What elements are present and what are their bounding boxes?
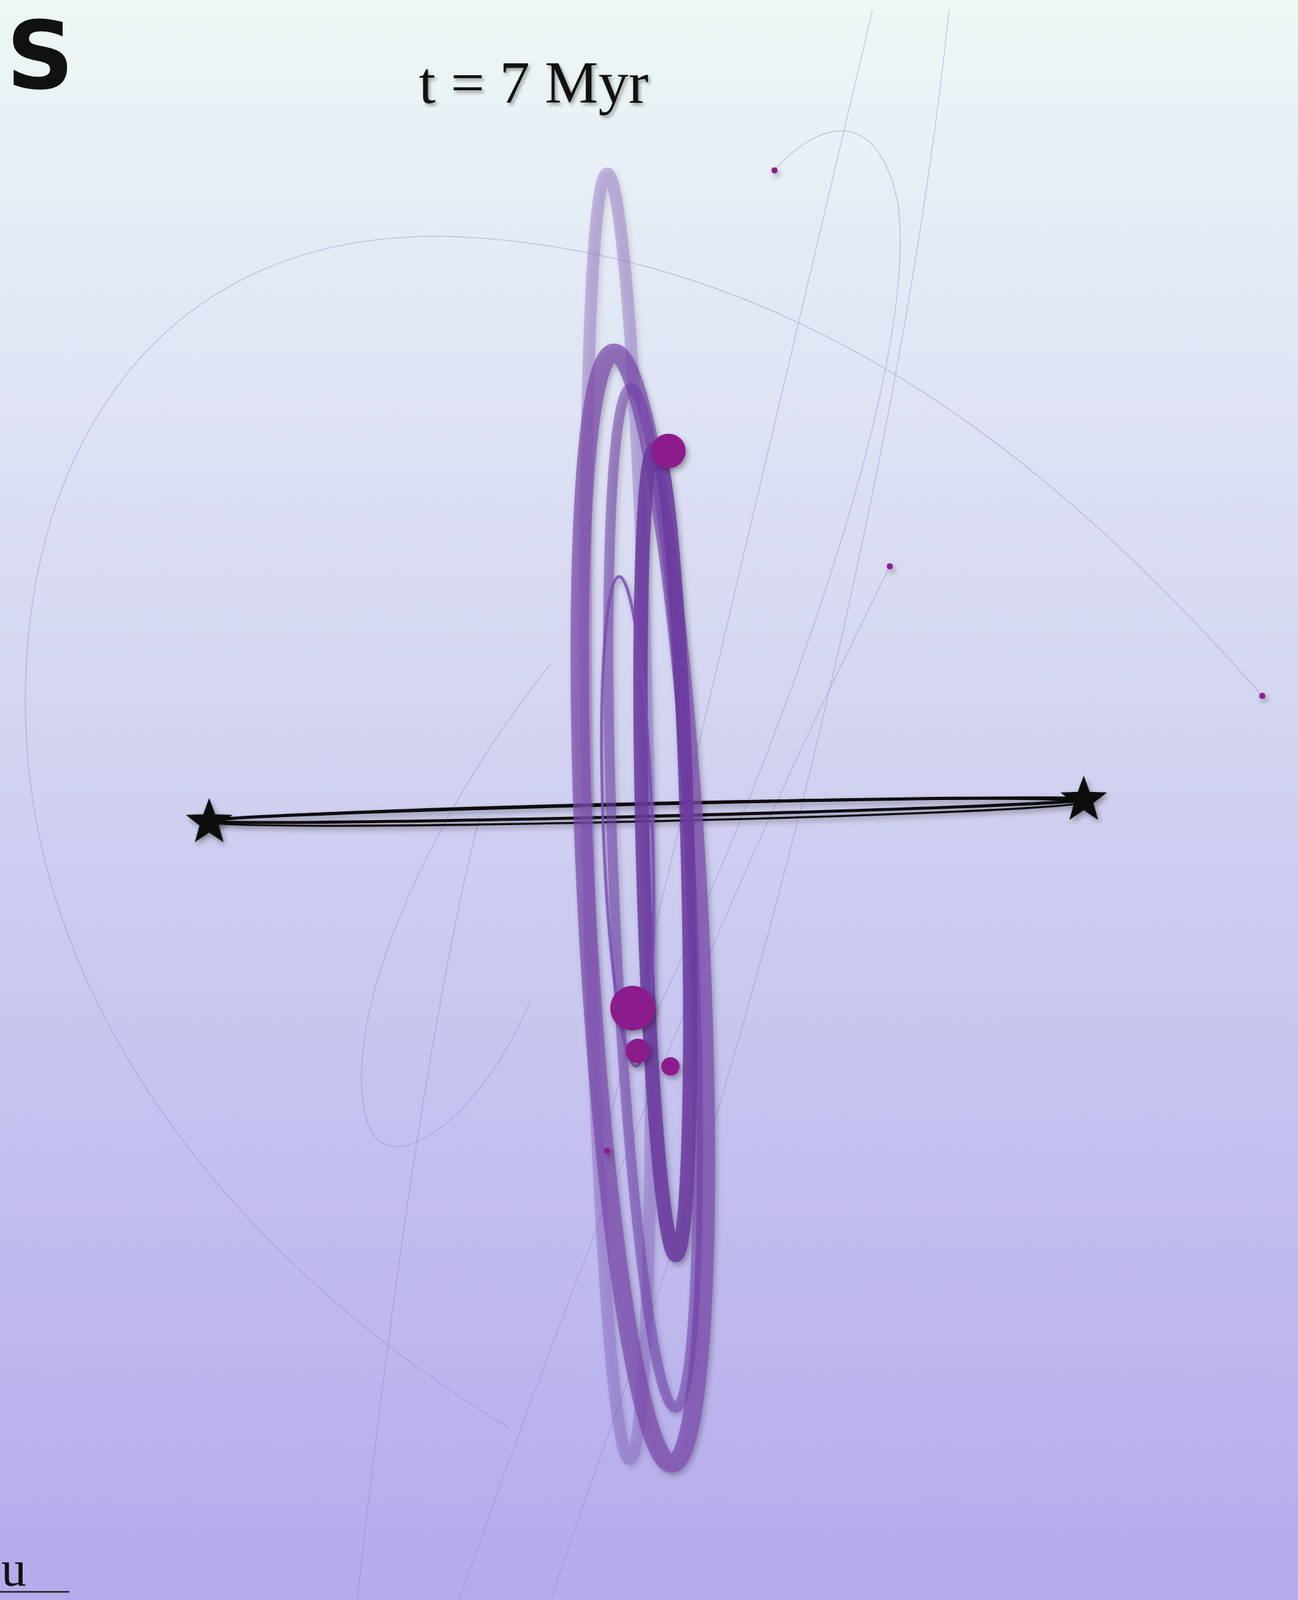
planet-orbits — [557, 173, 729, 1467]
faint-orbits — [25, 10, 1263, 1600]
planets — [603, 167, 1266, 1155]
time-label: t = 7 Myr — [418, 52, 649, 113]
scale-label: u — [1, 1543, 27, 1594]
panel-letter: S — [6, 8, 74, 103]
stars — [185, 775, 1107, 843]
